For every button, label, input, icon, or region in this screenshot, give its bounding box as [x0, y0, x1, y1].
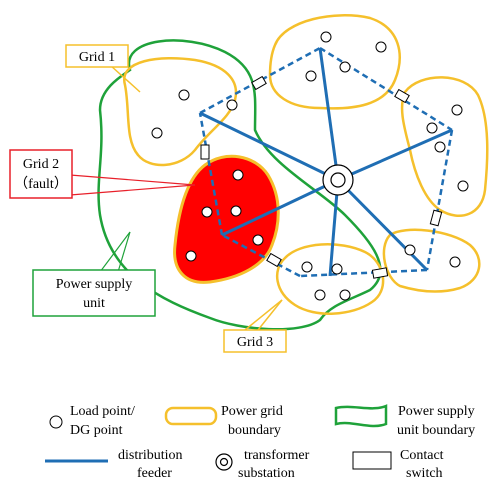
- power-supply-unit-boundary: [97, 39, 382, 331]
- contact-switch: [394, 88, 410, 104]
- load-point: [201, 206, 213, 218]
- power-supply-unit-label-2: unit: [83, 296, 105, 311]
- contact-switches: [200, 75, 443, 279]
- grid-3-callout: Grid 3: [223, 299, 287, 353]
- load-point: [305, 70, 317, 82]
- legend-substation-label-1: transformer: [244, 448, 310, 463]
- contact-switch: [429, 209, 443, 227]
- legend-substation-icon: [215, 453, 233, 471]
- load-point: [404, 244, 416, 256]
- distribution-feeders: [199, 47, 453, 277]
- legend-load-point-label-2: DG point: [70, 423, 123, 438]
- load-point: [230, 205, 242, 217]
- load-point: [331, 263, 343, 275]
- legend-power-grid-icon: [164, 406, 218, 426]
- load-point: [301, 261, 313, 273]
- grid-1-label: Grid 1: [79, 50, 115, 65]
- power-supply-unit-label-1: Power supply: [56, 277, 133, 292]
- load-point: [314, 289, 326, 301]
- load-point: [457, 180, 469, 192]
- legend-load-point-icon: [49, 415, 63, 429]
- transformer-substation: [322, 164, 354, 196]
- legend-power-grid-label-1: Power grid: [221, 404, 283, 419]
- load-point: [339, 61, 351, 73]
- grid-2-fault-area: [173, 154, 280, 284]
- legend-switch-label-1: Contact: [400, 448, 444, 463]
- load-point: [426, 122, 438, 134]
- power-supply-unit-callout: Power supply unit: [32, 231, 156, 317]
- grid-3-label: Grid 3: [237, 335, 273, 350]
- legend-feeder-label-1: distribution: [118, 448, 183, 463]
- load-point: [226, 99, 238, 111]
- contact-switch: [266, 252, 282, 268]
- grid-top-boundary: [268, 14, 401, 110]
- load-points: [151, 31, 469, 301]
- grid-1-callout: Grid 1: [65, 44, 141, 93]
- load-point: [252, 234, 264, 246]
- legend-power-grid-label-2: boundary: [228, 423, 281, 438]
- legend: Load point/ DG point Power grid boundary…: [45, 404, 475, 481]
- load-point: [178, 89, 190, 101]
- legend-load-point-label-1: Load point/: [70, 404, 135, 419]
- legend-psu-boundary-label-1: Power supply: [398, 404, 475, 419]
- dashed-feeders: [198, 46, 454, 278]
- load-point: [449, 256, 461, 268]
- contact-switch: [371, 267, 389, 279]
- load-point: [339, 289, 351, 301]
- grid-2-callout: Grid 2 （fault）: [9, 149, 196, 199]
- load-point: [232, 169, 244, 181]
- grid-2-label: Grid 2: [23, 157, 59, 172]
- load-point: [320, 31, 332, 43]
- legend-feeder-label-2: feeder: [137, 466, 172, 481]
- legend-switch-icon: [352, 451, 392, 470]
- contact-switch: [251, 75, 267, 91]
- grid-3-boundary: [275, 243, 385, 315]
- grid-1-boundary: [123, 57, 238, 167]
- legend-substation-label-2: substation: [238, 466, 295, 481]
- legend-psu-boundary-label-2: unit boundary: [397, 423, 475, 438]
- load-point: [434, 141, 446, 153]
- load-point: [151, 127, 163, 139]
- grid-2-fault-label: （fault）: [14, 176, 68, 192]
- legend-switch-label-2: switch: [406, 466, 443, 481]
- contact-switch: [200, 144, 210, 160]
- load-point: [185, 250, 197, 262]
- grid-bottom-right-boundary: [382, 228, 481, 293]
- legend-psu-boundary-icon: [334, 404, 388, 428]
- load-point: [375, 41, 387, 53]
- load-point: [451, 104, 463, 116]
